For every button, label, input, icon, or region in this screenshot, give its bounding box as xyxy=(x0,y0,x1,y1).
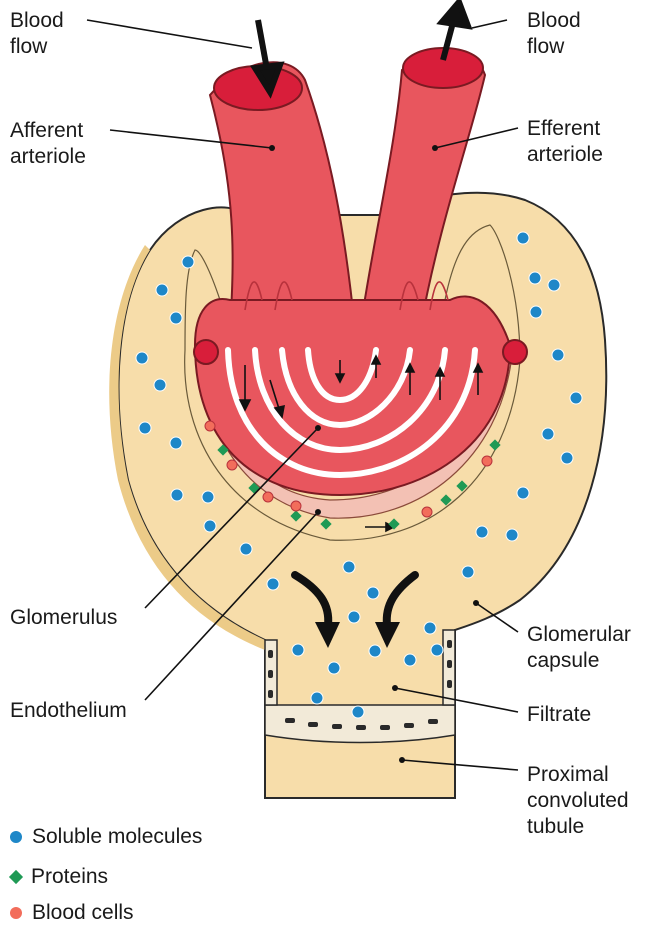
glomerulus-label: Glomerulus xyxy=(10,605,117,631)
filtrate-label: Filtrate xyxy=(527,702,591,728)
proximal-tubule-label: Proximal convoluted tubule xyxy=(527,762,629,840)
afferent-end-lumen xyxy=(194,340,218,364)
afferent-arteriole-label: Afferent arteriole xyxy=(10,118,86,170)
blood-flow-out-label: Blood flow xyxy=(527,8,581,60)
legend-item-protein: Proteins xyxy=(10,864,108,890)
legend-item-solute: Soluble molecules xyxy=(10,824,202,850)
legend-label: Blood cells xyxy=(32,900,134,926)
blood-cell-swatch xyxy=(10,907,22,919)
legend-label: Soluble molecules xyxy=(32,824,202,850)
protein-swatch xyxy=(9,870,23,884)
efferent-end-lumen xyxy=(503,340,527,364)
endothelium-label: Endothelium xyxy=(10,698,127,724)
legend-item-blood-cell: Blood cells xyxy=(10,900,134,926)
solute-swatch xyxy=(10,831,22,843)
efferent-arteriole-label: Efferent arteriole xyxy=(527,116,603,168)
glomerular-capsule-label: Glomerular capsule xyxy=(527,622,631,674)
legend-label: Proteins xyxy=(31,864,108,890)
blood-flow-in-label: Blood flow xyxy=(10,8,64,60)
